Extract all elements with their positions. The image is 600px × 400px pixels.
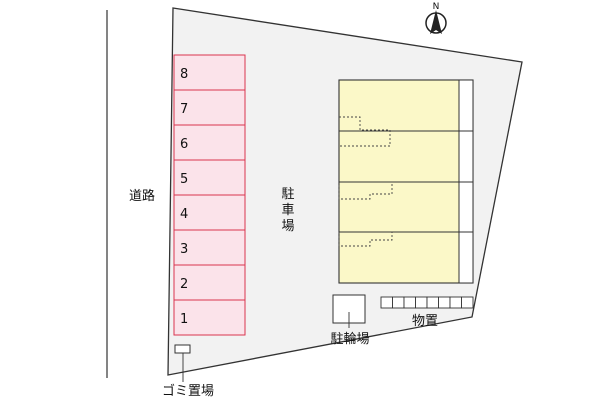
storage-units xyxy=(380,296,474,309)
storage-unit-1 xyxy=(380,296,393,309)
storage-label: 物置 xyxy=(412,314,438,329)
storage-unit-5 xyxy=(426,296,439,309)
parking-spaces: 8 7 6 5 4 3 2 1 xyxy=(173,54,246,336)
storage-unit-7 xyxy=(449,296,462,309)
parking-space-7 xyxy=(173,89,246,126)
garbage-area-label: ゴミ置場 xyxy=(162,383,214,399)
parking-space-1 xyxy=(173,299,246,336)
building xyxy=(338,79,474,284)
unit-dashed-outline-1 xyxy=(339,116,391,147)
parking-space-4 xyxy=(173,194,246,231)
parking-space-3-number: 3 xyxy=(180,242,188,257)
parking-space-2-number: 2 xyxy=(180,277,188,292)
storage-unit-8 xyxy=(461,296,474,309)
compass-north-icon: N xyxy=(425,2,447,34)
storage-unit-2 xyxy=(392,296,405,309)
parking-space-7-number: 7 xyxy=(180,102,188,117)
parking-space-4-number: 4 xyxy=(180,207,188,222)
unit-dashed-outline-2 xyxy=(338,182,393,200)
parking-lot-label-char-1: 駐 xyxy=(281,187,294,202)
parking-space-8 xyxy=(173,54,246,91)
road-label: 道路 xyxy=(129,188,155,204)
unit-dashed-outline-3 xyxy=(338,232,393,247)
garbage-area-box xyxy=(174,344,191,354)
parking-space-6-number: 6 xyxy=(180,137,188,152)
storage-unit-4 xyxy=(415,296,428,309)
parking-space-1-number: 1 xyxy=(180,312,188,327)
storage-unit-6 xyxy=(438,296,451,309)
storage-unit-3 xyxy=(403,296,416,309)
compass-north-label: N xyxy=(433,2,440,12)
parking-space-5-number: 5 xyxy=(180,172,188,187)
parking-lot-label-char-3: 場 xyxy=(281,219,294,234)
parking-lot-label-char-2: 車 xyxy=(281,203,294,218)
parking-space-6 xyxy=(173,124,246,161)
parking-lot-label: 駐 車 場 xyxy=(281,187,294,234)
parking-space-8-number: 8 xyxy=(180,67,188,82)
bicycle-parking-label: 駐輪場 xyxy=(330,331,369,347)
